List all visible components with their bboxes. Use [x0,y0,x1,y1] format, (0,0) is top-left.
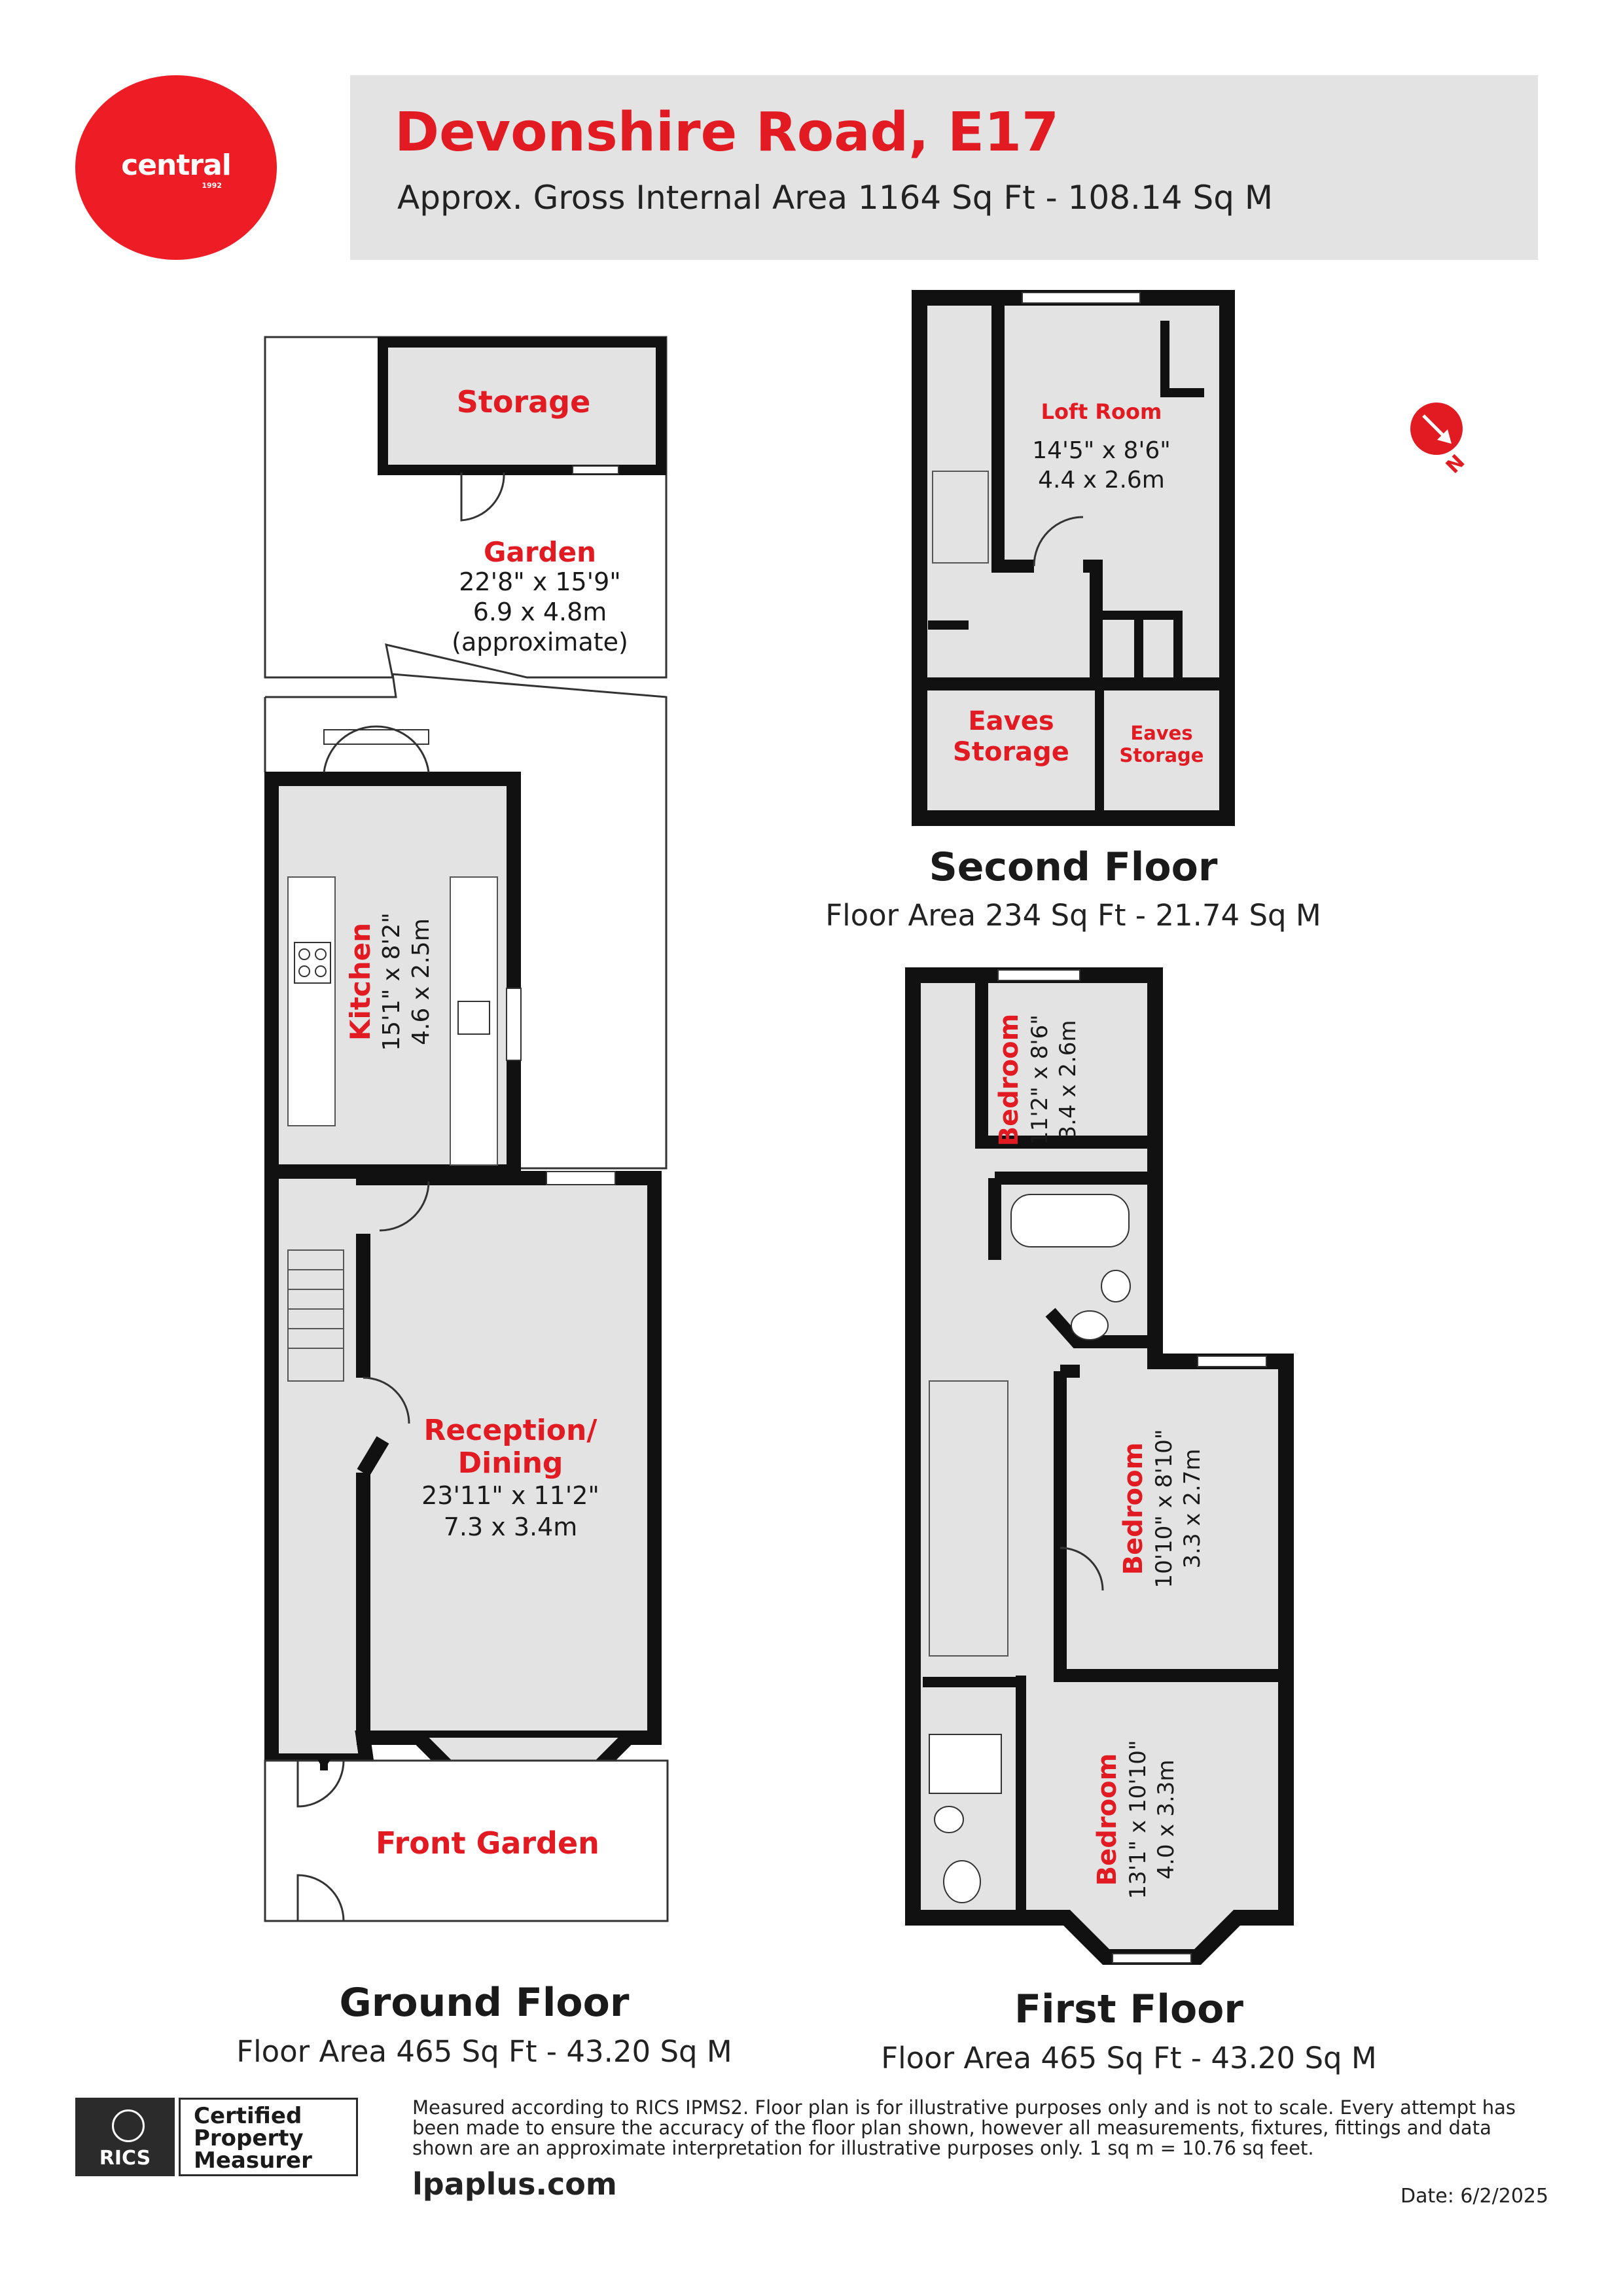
logo-text: central [121,149,232,182]
front-garden-outline [264,1759,669,1922]
second-floor-outline [912,290,1235,826]
first-floor-title: First Floor [1014,1986,1243,2032]
shed-window [572,465,619,475]
label-eaves-left-1: Eaves [968,706,1054,736]
garden-dim-metric: 6.9 x 4.8m [473,598,607,626]
rics-certification: Certified Property Measurer [179,2098,358,2176]
label-dining: Dining [458,1446,563,1480]
label-front-garden: Front Garden [376,1825,599,1861]
bedroom-front-label-group: Bedroom 13'1" x 10'10" 4.0 x 3.3m [1092,1740,1179,1899]
rics-name: RICS [99,2147,151,2170]
bedroom-rear-label-group: Bedroom 11'2" x 8'6" 3.4 x 2.6m [994,1014,1081,1147]
kitchen-label-group: Kitchen 15'1" x 8'2" 4.6 x 2.5m [344,912,435,1051]
second-floor-plan [912,290,1235,826]
kitchen-dim-metric: 4.6 x 2.5m [408,918,435,1045]
rics-logo: RICS [75,2098,175,2176]
rics-cert-line1: Certified [194,2103,302,2129]
logo-year: 1992 [202,181,222,190]
label-loft-room: Loft Room [1041,399,1162,424]
second-floor-area: Floor Area 234 Sq Ft - 21.74 Sq M [825,898,1321,933]
bath [1010,1194,1130,1247]
basin [1101,1270,1131,1302]
toilet [1071,1310,1109,1340]
shed-door [460,472,505,522]
label-bedroom-rear: Bedroom [994,1014,1024,1147]
page-title: Devonshire Road, E17 [395,101,1060,164]
kitchen-sink [457,1001,490,1035]
storage-shed [378,337,666,475]
first-floor-stairs [929,1380,1008,1657]
label-bedroom-front: Bedroom [1092,1753,1122,1886]
bedroom-rear-dim-metric: 3.4 x 2.6m [1055,1020,1081,1140]
ground-floor-plan [264,336,669,1922]
second-floor-title: Second Floor [929,844,1218,890]
kitchen-window [506,988,522,1061]
garden-dim-imperial: 22'8" x 15'9" [459,567,621,596]
brand-logo: central 1992 [75,75,277,260]
first-floor-plan [905,967,1294,1965]
bedroom-front-dim-metric: 4.0 x 3.3m [1153,1760,1179,1880]
loft-window [1022,292,1141,304]
bedroom-front-dim-imperial: 13'1" x 10'10" [1125,1740,1151,1899]
bedroom-middle-dim-metric: 3.3 x 2.7m [1179,1449,1205,1569]
garden-note: (approximate) [452,628,628,656]
reception-dim-imperial: 23'11" x 11'2" [421,1481,599,1510]
rics-badge: RICS Certified Property Measurer [75,2098,358,2176]
bedroom-middle-dim-imperial: 10'10" x 8'10" [1151,1429,1177,1588]
rics-cert-line3: Measurer [194,2147,312,2174]
reception-window [546,1171,616,1185]
reception-dim-metric: 7.3 x 3.4m [444,1513,578,1541]
hob [294,942,331,984]
rics-cert-line2: Property [194,2125,304,2151]
side-return-outline [265,673,668,1170]
header-banner: Devonshire Road, E17 Approx. Gross Inter… [350,75,1538,260]
compass-icon: N [1410,403,1469,478]
stairs [287,1249,344,1382]
room-labels: Storage Garden 22'8" x 15'9" 6.9 x 4.8m … [344,384,1205,1899]
label-kitchen: Kitchen [344,923,376,1041]
bedroom-rear-dim-imperial: 11'2" x 8'6" [1027,1014,1053,1145]
bedroom-middle-label-group: Bedroom 10'10" x 8'10" 3.3 x 2.7m [1118,1429,1205,1588]
label-bedroom-middle: Bedroom [1118,1443,1149,1575]
shower [929,1734,1002,1794]
loft-dim-metric: 4.4 x 2.6m [1038,467,1165,493]
ground-floor-title: Ground Floor [339,1980,630,2026]
label-eaves-left-2: Storage [953,737,1069,767]
compass-north-label: N [1442,450,1470,478]
ground-floor-area: Floor Area 465 Sq Ft - 43.20 Sq M [236,2034,732,2069]
website-link[interactable]: lpaplus.com [412,2166,617,2202]
loft-stairs [932,471,989,564]
label-reception: Reception/ [424,1414,598,1447]
label-eaves-right-1: Eaves [1130,722,1192,744]
rics-emblem-icon [112,2109,145,2142]
gross-area-subtitle: Approx. Gross Internal Area 1164 Sq Ft -… [397,179,1273,217]
label-eaves-right-2: Storage [1120,744,1204,766]
label-garden: Garden [484,536,596,568]
kitchen-worktop-left [287,876,336,1126]
kitchen-dim-imperial: 15'1" x 8'2" [378,912,405,1051]
disclaimer: Measured according to RICS IPMS2. Floor … [412,2096,1516,2159]
first-floor-area: Floor Area 465 Sq Ft - 43.20 Sq M [881,2041,1377,2075]
rics-cert-text: Certified Property Measurer [194,2105,312,2172]
label-storage: Storage [457,384,591,420]
plan-date: Date: 6/2/2025 [1400,2185,1549,2208]
loft-dim-imperial: 14'5" x 8'6" [1032,437,1171,464]
